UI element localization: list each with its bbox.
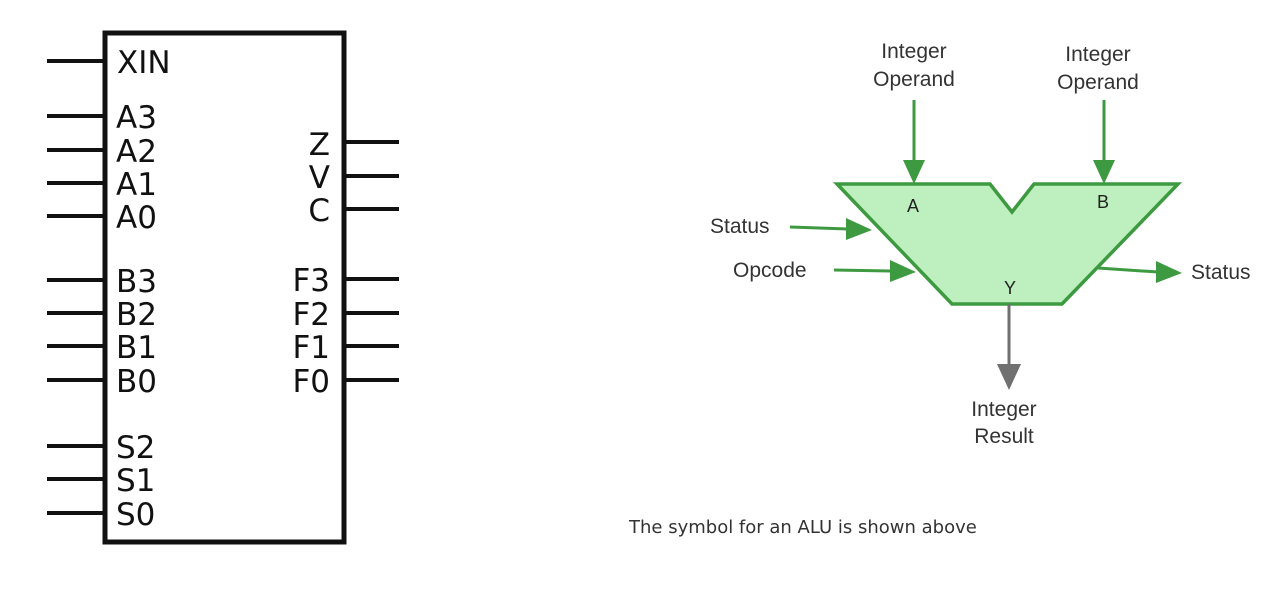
status-in-arrowhead (846, 218, 872, 240)
operand-a-arrowhead (903, 160, 925, 184)
pin-label-a3: A3 (116, 100, 157, 136)
figure-caption: The symbol for an ALU is shown above (629, 517, 977, 538)
port-b-label: B (1097, 192, 1109, 212)
pin-label-b1: B1 (116, 330, 157, 366)
status-out-arrowhead (1156, 261, 1182, 283)
pin-label-b0: B0 (116, 364, 157, 400)
operand-a-label-line2: Operand (873, 68, 955, 91)
chip-body (102, 30, 347, 545)
pin-label-a2: A2 (116, 134, 157, 170)
pin-label-f1: F1 (292, 330, 330, 366)
opcode-arrowhead (890, 260, 916, 282)
pin-label-a0: A0 (116, 200, 157, 236)
pin-label-v: V (309, 160, 330, 196)
pin-label-a1: A1 (116, 167, 157, 203)
result-arrowhead (997, 364, 1021, 390)
pin-label-b3: B3 (116, 264, 157, 300)
pin-label-f3: F3 (292, 263, 330, 299)
status-in-label: Status (710, 215, 770, 238)
operand-a-label-line1: Integer (881, 40, 946, 63)
opcode-arrow (833, 268, 893, 273)
status-out-arrow (1097, 266, 1159, 274)
port-y-label: Y (1004, 278, 1016, 298)
pin-label-c: C (308, 193, 330, 229)
operand-b-arrowhead (1093, 160, 1115, 184)
port-a-label: A (907, 196, 919, 216)
operand-b-label-line2: Operand (1057, 71, 1139, 94)
alu-body (832, 182, 1183, 306)
status-out-label: Status (1191, 261, 1251, 284)
pin-label-xin: XIN (117, 45, 171, 81)
pin-label-s1: S1 (116, 463, 155, 499)
operand-b-label-line1: Integer (1065, 43, 1130, 66)
pin-label-f2: F2 (292, 297, 330, 333)
pin-label-b2: B2 (116, 297, 157, 333)
status-in-arrow (789, 225, 849, 231)
left-pin-lines (47, 59, 105, 515)
pin-label-f0: F0 (292, 364, 330, 400)
result-label-line1: Integer (971, 398, 1036, 421)
alu-symbol: Integer Operand Integer Operand A B Y St… (710, 40, 1251, 448)
result-label-line2: Result (974, 425, 1034, 448)
pin-label-s0: S0 (116, 497, 155, 533)
pin-label-z: Z (309, 127, 330, 163)
pin-label-s2: S2 (116, 430, 155, 466)
chip-symbol: XIN A3 A2 A1 A0 B3 B2 B1 B0 S2 S1 S0 Z V… (47, 30, 399, 545)
right-pin-lines (344, 140, 399, 382)
opcode-label: Opcode (733, 259, 807, 282)
